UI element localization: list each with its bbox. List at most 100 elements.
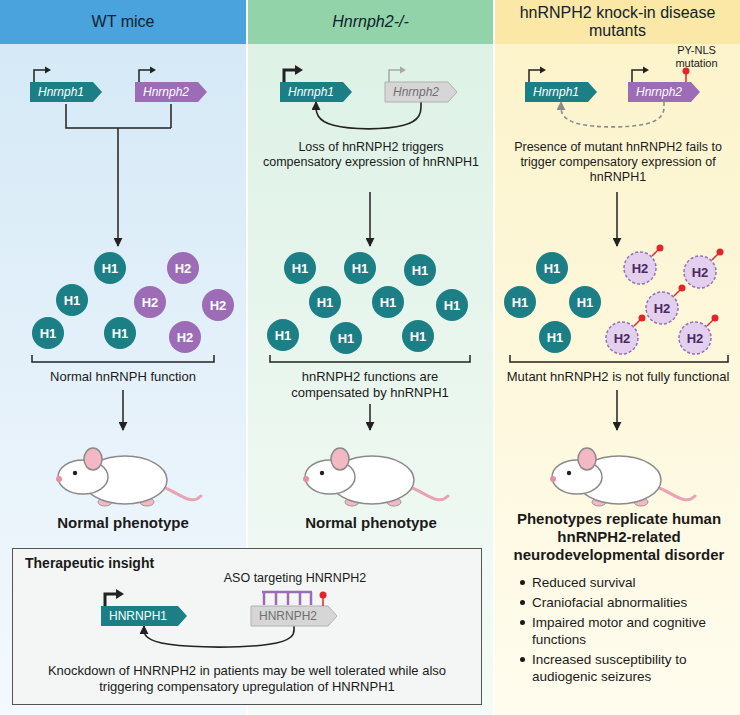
protein-circle-outline bbox=[404, 254, 436, 286]
protein-circle-outline bbox=[284, 252, 316, 284]
protein-name: H1 bbox=[444, 299, 461, 312]
protein-circle: H1 bbox=[503, 285, 537, 319]
protein-circle-outline bbox=[679, 322, 711, 354]
protein-circle: H1 bbox=[31, 316, 65, 350]
protein-circle-outline bbox=[344, 252, 376, 284]
curved-arrow bbox=[561, 102, 664, 127]
bullet-item: Increased susceptibility to audiogenic s… bbox=[518, 651, 733, 685]
protein-name: H1 bbox=[410, 330, 427, 343]
gene-name: Hnrnph2 bbox=[143, 85, 189, 99]
gene-name: Hnrnph1 bbox=[38, 85, 84, 99]
protein-circle: H2 bbox=[201, 288, 235, 322]
mutation-dot bbox=[712, 315, 719, 322]
protein-circle: H1 bbox=[535, 251, 569, 285]
promoter-arrow bbox=[284, 70, 295, 82]
mutation-pin bbox=[322, 598, 324, 606]
gene-name: Hnrnph1 bbox=[533, 85, 579, 99]
protein-name: H1 bbox=[352, 262, 369, 275]
protein-circle: H2 bbox=[623, 251, 657, 285]
phenotype-label: Normal phenotype bbox=[258, 514, 484, 532]
down-arrow bbox=[122, 390, 124, 430]
bracket bbox=[510, 355, 728, 362]
mutation-pin bbox=[685, 74, 687, 82]
bullet-list: Reduced survivalCraniofacial abnormaliti… bbox=[518, 574, 733, 688]
protein-circle-outline bbox=[536, 252, 568, 284]
protein-circle-outline bbox=[504, 286, 536, 318]
protein-circle: H1 bbox=[435, 288, 469, 322]
promoter-arrow bbox=[139, 70, 150, 82]
protein-name: H2 bbox=[614, 332, 631, 345]
protein-name: H1 bbox=[317, 296, 334, 309]
header-band bbox=[495, 0, 740, 44]
protein-circle-outline bbox=[202, 289, 234, 321]
protein-circle: H1 bbox=[401, 319, 435, 353]
mutation-pin bbox=[634, 320, 640, 326]
promoter-arrowhead bbox=[540, 67, 546, 74]
protein-circle-outline bbox=[56, 284, 88, 316]
gene-body bbox=[280, 82, 352, 102]
protein-name: H2 bbox=[687, 332, 704, 345]
protein-name: H2 bbox=[654, 302, 671, 315]
mutation-dot bbox=[320, 592, 327, 599]
column-heading: Hnrnph2-/- bbox=[248, 0, 493, 44]
phenotype-label: Phenotypes replicate human hnRNPH2-relat… bbox=[505, 510, 733, 564]
protein-circle: H2 bbox=[678, 321, 712, 355]
gene-box: Hnrnph2 bbox=[385, 82, 457, 102]
protein-circle: H2 bbox=[166, 251, 200, 285]
protein-circle: H2 bbox=[133, 285, 167, 319]
gene-body bbox=[525, 82, 597, 102]
box-heading: Therapeutic insight bbox=[25, 555, 154, 571]
down-arrow bbox=[616, 390, 618, 430]
column-heading: WT mice bbox=[0, 0, 246, 44]
bracket-label: Normal hnRNPH function bbox=[10, 369, 236, 385]
gene-box: Hnrnph2 bbox=[628, 82, 700, 102]
protein-circle-outline bbox=[32, 317, 64, 349]
protein-circle-outline bbox=[646, 292, 678, 324]
gene-name: Hnrnph2 bbox=[636, 85, 682, 99]
box-body: Knockdown of HNRNPH2 in patients may be … bbox=[33, 663, 461, 696]
protein-circle-outline bbox=[606, 322, 638, 354]
gene-body bbox=[251, 606, 337, 626]
protein-circle-outline bbox=[167, 252, 199, 284]
annotation: Presence of mutant hnRNPH2 fails to trig… bbox=[507, 140, 729, 185]
aso-comb bbox=[262, 592, 312, 605]
mutation-dot bbox=[679, 285, 686, 292]
gene-name: Hnrnph1 bbox=[288, 85, 334, 99]
protein-circle: H2 bbox=[605, 321, 639, 355]
protein-circle: H1 bbox=[568, 285, 602, 319]
promoter-arrowhead bbox=[295, 65, 303, 75]
down-arrow bbox=[616, 192, 618, 246]
header-band bbox=[0, 0, 246, 44]
protein-circle: H1 bbox=[343, 251, 377, 285]
bracket-label: Mutant hnRNPH2 is not fully functional bbox=[505, 369, 731, 385]
protein-circle: H1 bbox=[283, 251, 317, 285]
mutation-dot bbox=[639, 315, 646, 322]
promoter-arrow bbox=[34, 70, 45, 82]
protein-circle-outline bbox=[169, 321, 201, 353]
protein-name: H2 bbox=[692, 266, 709, 279]
protein-circle: H1 bbox=[538, 320, 572, 354]
protein-circle: H1 bbox=[266, 318, 300, 352]
gene-body bbox=[101, 606, 187, 626]
aso-label: ASO targeting HNRNPH2 bbox=[210, 571, 380, 586]
protein-circle-outline bbox=[402, 320, 434, 352]
down-arrow bbox=[117, 128, 119, 246]
gene-body bbox=[628, 82, 700, 102]
gene-body bbox=[135, 82, 207, 102]
protein-name: H2 bbox=[177, 331, 194, 344]
gene-box: Hnrnph1 bbox=[525, 82, 597, 102]
protein-name: H1 bbox=[544, 262, 561, 275]
promoter-arrowhead bbox=[643, 67, 649, 74]
protein-circle-outline bbox=[309, 286, 341, 318]
protein-name: H1 bbox=[64, 294, 81, 307]
mouse-illustration bbox=[56, 448, 201, 506]
mutation-dot bbox=[717, 249, 724, 256]
mutation-pin bbox=[712, 254, 718, 260]
protein-name: H1 bbox=[112, 327, 129, 340]
mutation-pin bbox=[674, 290, 680, 296]
protein-circle: H2 bbox=[645, 291, 679, 325]
bracket-label: hnRNPH2 functions are compensated by hnR… bbox=[270, 369, 470, 400]
protein-circle-outline bbox=[94, 252, 126, 284]
mutation-pin bbox=[707, 320, 713, 326]
mutation-label: PY-NLS mutation bbox=[655, 44, 738, 70]
